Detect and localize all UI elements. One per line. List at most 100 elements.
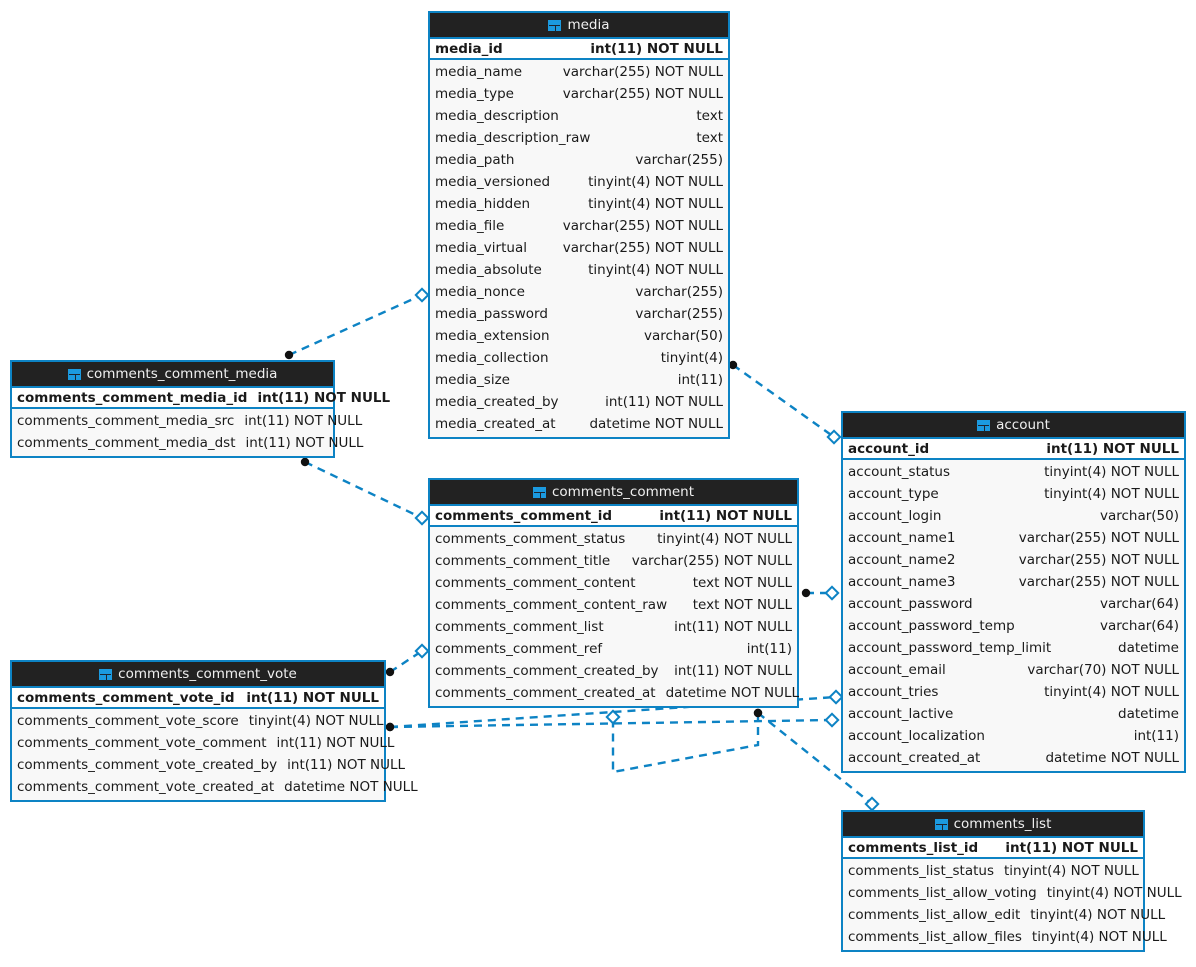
column-type: int(11) xyxy=(746,641,792,657)
table-header-comments_comment_media[interactable]: comments_comment_media xyxy=(12,362,333,386)
column-name: account_status xyxy=(848,464,951,480)
table-header-comments_comment[interactable]: comments_comment xyxy=(430,480,797,504)
table-comments_comment_media[interactable]: comments_comment_media comments_comment_m… xyxy=(10,360,390,458)
table-header-media[interactable]: media xyxy=(430,13,728,37)
column-name: account_lactive xyxy=(848,706,954,722)
relation-ccm-media[interactable] xyxy=(284,287,430,360)
relation-ccv-account[interactable] xyxy=(385,712,840,732)
column-type: varchar(255) NOT NULL xyxy=(562,240,723,256)
column-type: int(11) NOT NULL xyxy=(674,663,792,679)
column-name: comments_list_allow_voting xyxy=(848,885,1037,901)
column-name: media_created_at xyxy=(435,416,556,432)
column-name: comments_comment_media_src xyxy=(17,413,235,429)
column-row: media_versioned tinyint(4) NOT NULL xyxy=(430,171,728,193)
column-type: text NOT NULL xyxy=(692,597,792,613)
table-title: media xyxy=(567,17,610,33)
column-type: tinyint(4) NOT NULL xyxy=(1044,486,1179,502)
relation-line xyxy=(389,649,423,674)
column-name: media_file xyxy=(435,218,505,234)
relation-media-account[interactable] xyxy=(728,360,842,445)
relation-comment-account[interactable] xyxy=(801,585,840,601)
relation-target-diamond xyxy=(864,796,880,812)
column-name: comments_comment_vote_comment xyxy=(17,735,267,751)
column-name: account_password_temp_limit xyxy=(848,640,1052,656)
column-name: comments_list_status xyxy=(848,863,994,879)
column-name: media_id xyxy=(435,40,503,57)
table-header-comments_comment_vote[interactable]: comments_comment_vote xyxy=(12,662,384,686)
column-type: int(11) NOT NULL xyxy=(590,40,723,57)
relation-target-diamond xyxy=(824,712,840,728)
column-type: datetime NOT NULL xyxy=(284,779,418,795)
relation-target-diamond xyxy=(826,429,842,445)
relation-line xyxy=(304,460,423,520)
column-name: media_created_by xyxy=(435,394,559,410)
column-type: int(11) NOT NULL xyxy=(605,394,723,410)
relation-comment-self-ref[interactable] xyxy=(605,708,763,774)
table-header-account[interactable]: account xyxy=(843,413,1184,437)
relation-ccm-comment[interactable] xyxy=(300,457,430,526)
column-type: int(11) xyxy=(1133,728,1179,744)
column-type: int(11) xyxy=(677,372,723,388)
table-icon xyxy=(977,419,991,432)
column-name: account_id xyxy=(848,440,930,457)
column-name: media_path xyxy=(435,152,515,168)
column-type: datetime xyxy=(1118,640,1179,656)
table-title: account xyxy=(996,417,1050,433)
table-header-comments_list[interactable]: comments_list xyxy=(843,812,1143,836)
column-name: media_nonce xyxy=(435,284,525,300)
column-name: comments_comment_title xyxy=(435,553,611,569)
column-type: varchar(255) NOT NULL xyxy=(1018,530,1179,546)
column-name: comments_list_id xyxy=(848,839,979,856)
relation-source-dot xyxy=(300,457,310,467)
column-type: varchar(70) NOT NULL xyxy=(1027,662,1179,678)
relation-target-diamond xyxy=(414,643,430,659)
column-name: account_password xyxy=(848,596,973,612)
column-type: varchar(255) xyxy=(635,284,723,300)
column-name: media_versioned xyxy=(435,174,551,190)
column-name: account_name3 xyxy=(848,574,956,590)
column-name: comments_comment_vote_score xyxy=(17,713,239,729)
relation-source-dot xyxy=(284,350,294,360)
relation-ccv-comment[interactable] xyxy=(385,643,430,677)
column-name: account_email xyxy=(848,662,946,678)
column-type: datetime NOT NULL xyxy=(1045,750,1179,766)
column-type: tinyint(4) NOT NULL xyxy=(588,174,723,190)
column-name: comments_list_allow_files xyxy=(848,929,1022,945)
relation-line xyxy=(288,293,423,357)
table-icon xyxy=(67,368,81,381)
column-name: comments_comment_content_raw xyxy=(435,597,668,613)
relation-line xyxy=(389,718,833,729)
column-name: comments_comment_vote_created_at xyxy=(17,779,275,795)
table-icon xyxy=(548,19,562,32)
relation-source-dot xyxy=(385,667,395,677)
